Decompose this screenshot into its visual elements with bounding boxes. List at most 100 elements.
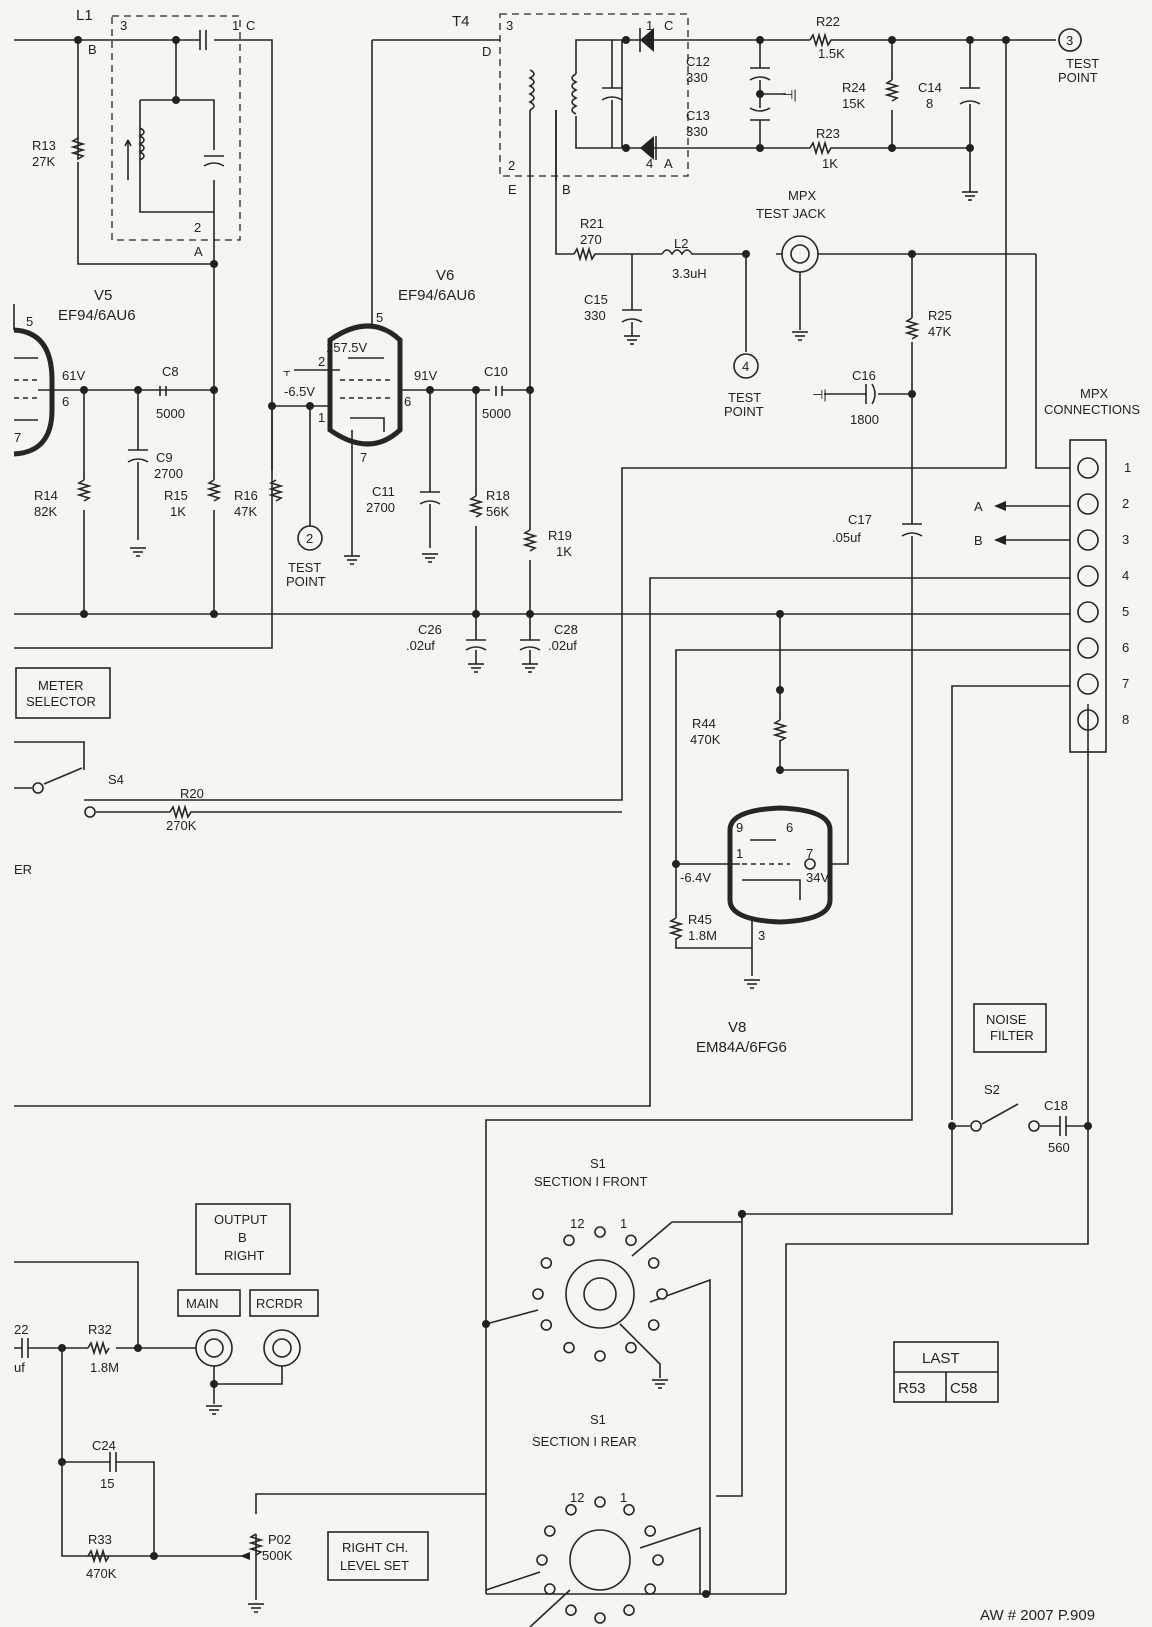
label-resistors-r20-0: R20 <box>180 786 204 801</box>
label-switches-s2: S2 <box>984 1082 1000 1097</box>
s1-front-contact <box>540 1319 553 1331</box>
label-capacitors-c12-0: C12 <box>686 54 710 69</box>
label-resistors-r19-1: 1K <box>556 544 572 559</box>
s1-rear-contact <box>652 1554 664 1566</box>
label-resistors-r33-0: R33 <box>88 1532 112 1547</box>
label-pins-p6: 6 <box>404 394 411 409</box>
label-capacitors-c28-0: C28 <box>554 622 578 637</box>
s2-noise-filter <box>716 1103 1092 1497</box>
label-pins-p2: 2 <box>318 354 325 369</box>
l1-label: L1 <box>76 7 93 24</box>
label-test_point_label-0: TEST <box>1066 56 1099 71</box>
label-resistors-r16-0: R16 <box>234 488 258 503</box>
label-capacitors-c9-0: C9 <box>156 450 173 465</box>
v5-tube <box>13 304 214 457</box>
label-resistors-r15-1: 1K <box>170 504 186 519</box>
label-pins-p2: 2 <box>194 220 201 235</box>
s1-rear-contact <box>644 1583 657 1595</box>
label-pins-pd: D <box>482 44 491 59</box>
label-capacitors-c9-1: 2700 <box>154 466 183 481</box>
s1-front-contact <box>647 1319 660 1331</box>
label-capacitors-c13-1: 330 <box>686 124 708 139</box>
label-switch_s1-pos_1: 1 <box>620 1490 627 1505</box>
s1-front-contact <box>540 1257 553 1269</box>
label-boxes-last-title: LAST <box>922 1350 960 1367</box>
right-level-box <box>327 1531 429 1581</box>
label-resistors-r45-1: 1.8M <box>688 928 717 943</box>
t4-label: T4 <box>452 13 470 30</box>
label-resistors-r23-0: R23 <box>816 126 840 141</box>
label-resistors-r44-1: 470K <box>690 732 721 747</box>
mpx-pin-hole-3 <box>1077 529 1099 551</box>
label-capacitors-c17-1: .05uf <box>832 530 861 545</box>
label-resistors-r23-1: 1K <box>822 156 838 171</box>
label-mpx_connections-pins-6: 7 <box>1122 676 1129 691</box>
label-pins-pc: C <box>664 18 673 33</box>
output-b-right-box <box>195 1203 291 1275</box>
v5-type: EF94/6AU6 <box>58 307 136 324</box>
label-capacitors-c13-0: C13 <box>686 108 710 123</box>
label-test_point_numbers-0: 2 <box>306 531 313 546</box>
label-mpx_connections-pins-0: 1 <box>1124 460 1131 475</box>
s1-front-contact <box>563 1341 575 1354</box>
mpx-pin-hole-5 <box>1077 601 1099 623</box>
v5-ref: V5 <box>94 287 112 304</box>
label-capacitors-c10-1: 5000 <box>482 406 511 421</box>
label-mpx_connections-pins-5: 6 <box>1122 640 1129 655</box>
label-resistors-r32-0: R32 <box>88 1322 112 1337</box>
label-resistors-r14-0: R14 <box>34 488 58 503</box>
v6-type: EF94/6AU6 <box>398 287 476 304</box>
label-capacitors-c18-0: C18 <box>1044 1098 1068 1113</box>
s1-rear-contact <box>594 1496 606 1508</box>
labels: L1 T4 V5 EF94/6AU6 V6 EF94/6AU6 V8 EM84A… <box>14 7 1140 1624</box>
label-boxes-last-c: C58 <box>950 1380 978 1397</box>
mpx-output-network: ⊣| <box>84 40 1070 1594</box>
s1-rear-contact <box>644 1525 657 1537</box>
label-pins-p3: 3 <box>506 18 513 33</box>
label-resistors-r16-1: 47K <box>234 504 257 519</box>
label-mpx_connections-pins-2: 3 <box>1122 532 1129 547</box>
s4-switch <box>14 741 622 820</box>
label-capacitors-c11-0: C11 <box>372 484 395 499</box>
label-inductor_l2-0: L2 <box>674 236 688 251</box>
label-capacitors-c15-0: C15 <box>584 292 608 307</box>
label-capacitors-c8-0: C8 <box>162 364 179 379</box>
t4-ratio-detector: ⊣| <box>499 13 1082 255</box>
s1-rear-section <box>485 1526 786 1627</box>
label-resistors-r24-0: R24 <box>842 80 866 95</box>
v5-screen-network <box>14 264 540 618</box>
s1-front-contact <box>594 1350 606 1362</box>
label-pins-p3: 3 <box>120 18 127 33</box>
label-switch_s1-pos_12: 12 <box>570 1216 584 1231</box>
s1-rear-contact <box>543 1525 556 1537</box>
label-boxes-meter_selector-0: METER <box>38 678 84 693</box>
label-pins-p1: 1 <box>646 18 653 33</box>
s1-rear-contact <box>623 1604 635 1616</box>
label-capacitors-c15-1: 330 <box>584 308 606 323</box>
label-pins-pc: C <box>246 18 255 33</box>
label-capacitors-c14-1: 8 <box>926 96 933 111</box>
label-test_point_label-1: POINT <box>1058 70 1098 85</box>
v6-grid-voltage: -6.5V <box>284 384 315 399</box>
v8-tube <box>668 610 849 989</box>
mpx-connector <box>14 439 1107 1594</box>
label-capacitors-c11-1: 2700 <box>366 500 395 515</box>
label-resistors-r21-0: R21 <box>580 216 604 231</box>
label-mpx_connections-arrow_b: B <box>974 533 983 548</box>
label-resistors-r20-1: 270K <box>166 818 197 833</box>
v8-ref: V8 <box>728 1019 746 1036</box>
label-clipped_left-er: ER <box>14 862 32 877</box>
label-pins-p9: 9 <box>736 820 743 835</box>
meter-selector-box <box>15 667 111 719</box>
label-inductor_l2-1: 3.3uH <box>672 266 707 281</box>
label-boxes-noise_filter-0: NOISE <box>986 1012 1027 1027</box>
label-capacitors-c18-1: 560 <box>1048 1140 1070 1155</box>
label-resistors-r19-0: R19 <box>548 528 572 543</box>
label-boxes-rcrdr: RCRDR <box>256 1296 303 1311</box>
label-capacitors-c26-0: C26 <box>418 622 442 637</box>
label-test_point_numbers-1: 3 <box>1066 33 1073 48</box>
label-pins-pa: A <box>194 244 203 259</box>
label-mpx_connections-title-1: CONNECTIONS <box>1044 402 1140 417</box>
